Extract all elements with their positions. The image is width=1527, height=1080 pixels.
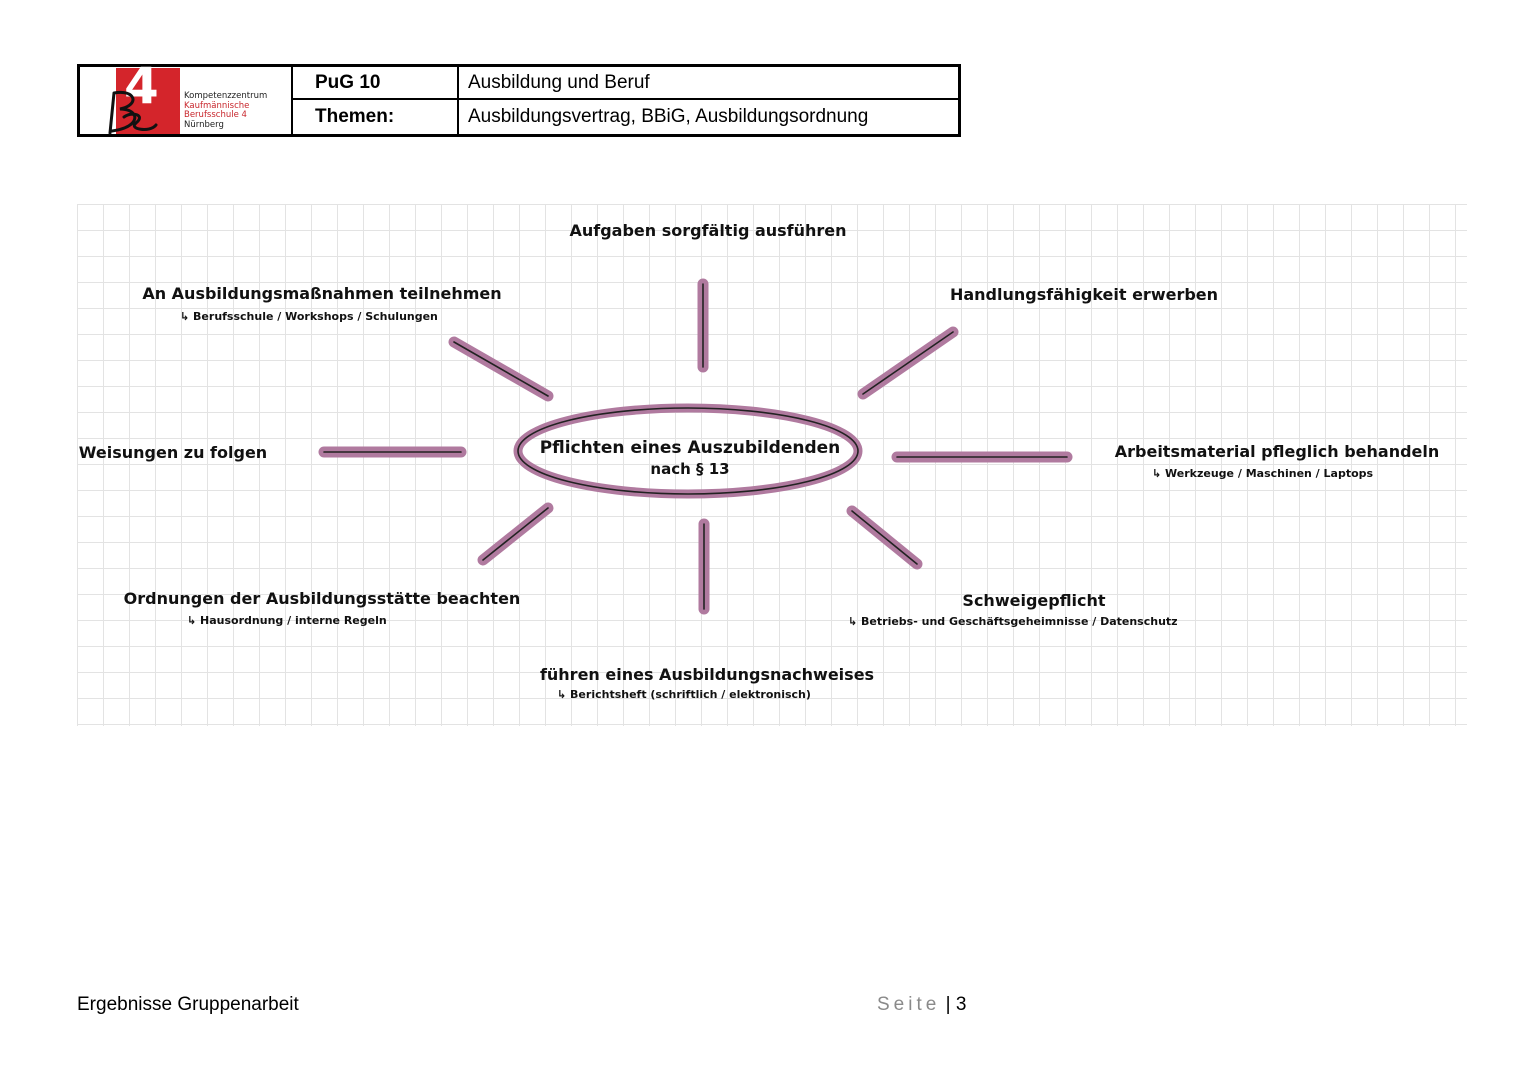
page-indicator: Seite | 3 (877, 994, 966, 1016)
header-info: PuG 10 Ausbildung und Beruf Themen: Ausb… (293, 67, 958, 134)
subject-key: PuG 10 (293, 67, 459, 98)
center-title: Pflichten eines Auszubildenden (540, 438, 841, 458)
branch-top-title: Aufgaben sorgfältig ausführen (569, 221, 846, 240)
branch-bottom-left-title: Ordnungen der Ausbildungsstätte beachten (124, 589, 521, 608)
branch-top-right-title: Handlungsfähigkeit erwerben (950, 285, 1218, 304)
branch-bottom-left-sub: ↳ Hausordnung / interne Regeln (187, 614, 387, 627)
branch-bottom-sub: ↳ Berichtsheft (schriftlich / elektronis… (557, 688, 811, 701)
logo-line-3: Berufsschule 4 (184, 110, 247, 121)
page-label: Seite (877, 994, 941, 1015)
logo-bs-signature (108, 90, 158, 135)
header-table: 4 Kompetenzzentrum Kaufmännische Berufss… (77, 61, 961, 137)
grid-paper: Pflichten eines Auszubildenden nach § 13… (77, 204, 1467, 726)
branch-bottom-right-title: Schweigepflicht (962, 591, 1105, 610)
spoke-top-right-ink (862, 331, 954, 395)
logo-line-1: Kompetenzzentrum (184, 91, 268, 101)
logo-red-block (116, 68, 180, 134)
branch-top-left-sub: ↳ Berufsschule / Workshops / Schulungen (180, 310, 438, 323)
branch-left-title: Weisungen zu folgen (79, 443, 267, 462)
page-separator: | (945, 994, 951, 1015)
logo-line-2: Kaufmännische (184, 100, 250, 111)
branch-bottom-right-sub: ↳ Betriebs- und Geschäftsgeheimnisse / D… (848, 615, 1178, 628)
header-row-topics: Themen: Ausbildungsvertrag, BBiG, Ausbil… (293, 100, 958, 134)
logo-four-glyph: 4 (124, 57, 159, 115)
branch-top-left-title: An Ausbildungsmaßnahmen teilnehmen (142, 284, 501, 303)
spoke-bottom-right-ink (851, 510, 918, 565)
school-logo: 4 Kompetenzzentrum Kaufmännische Berufss… (80, 61, 293, 135)
topics-value: Ausbildungsvertrag, BBiG, Ausbildungsord… (468, 106, 869, 127)
footer-caption: Ergebnisse Gruppenarbeit (77, 994, 299, 1015)
center-ellipse-outline (517, 407, 859, 495)
subject-value: Ausbildung und Beruf (468, 71, 650, 93)
page-number: 3 (955, 994, 967, 1015)
mindmap-spokes (318, 278, 1073, 615)
logo-text: Kompetenzzentrum Kaufmännische Berufssch… (184, 91, 268, 130)
branch-bottom-title: führen eines Ausbildungsnachweises (540, 665, 874, 684)
spoke-top-left-ink (453, 341, 549, 397)
branch-right-title: Arbeitsmaterial pfleglich behandeln (1115, 442, 1440, 461)
topics-key: Themen: (293, 100, 459, 134)
branch-right-sub: ↳ Werkzeuge / Maschinen / Laptops (1152, 467, 1374, 480)
header-row-subject: PuG 10 Ausbildung und Beruf (293, 67, 958, 100)
spoke-bottom-left-ink (482, 507, 549, 561)
mindmap: Pflichten eines Auszubildenden nach § 13… (79, 221, 1440, 701)
logo-line-4: Nürnberg (184, 119, 224, 130)
center-subtitle: nach § 13 (650, 460, 729, 478)
